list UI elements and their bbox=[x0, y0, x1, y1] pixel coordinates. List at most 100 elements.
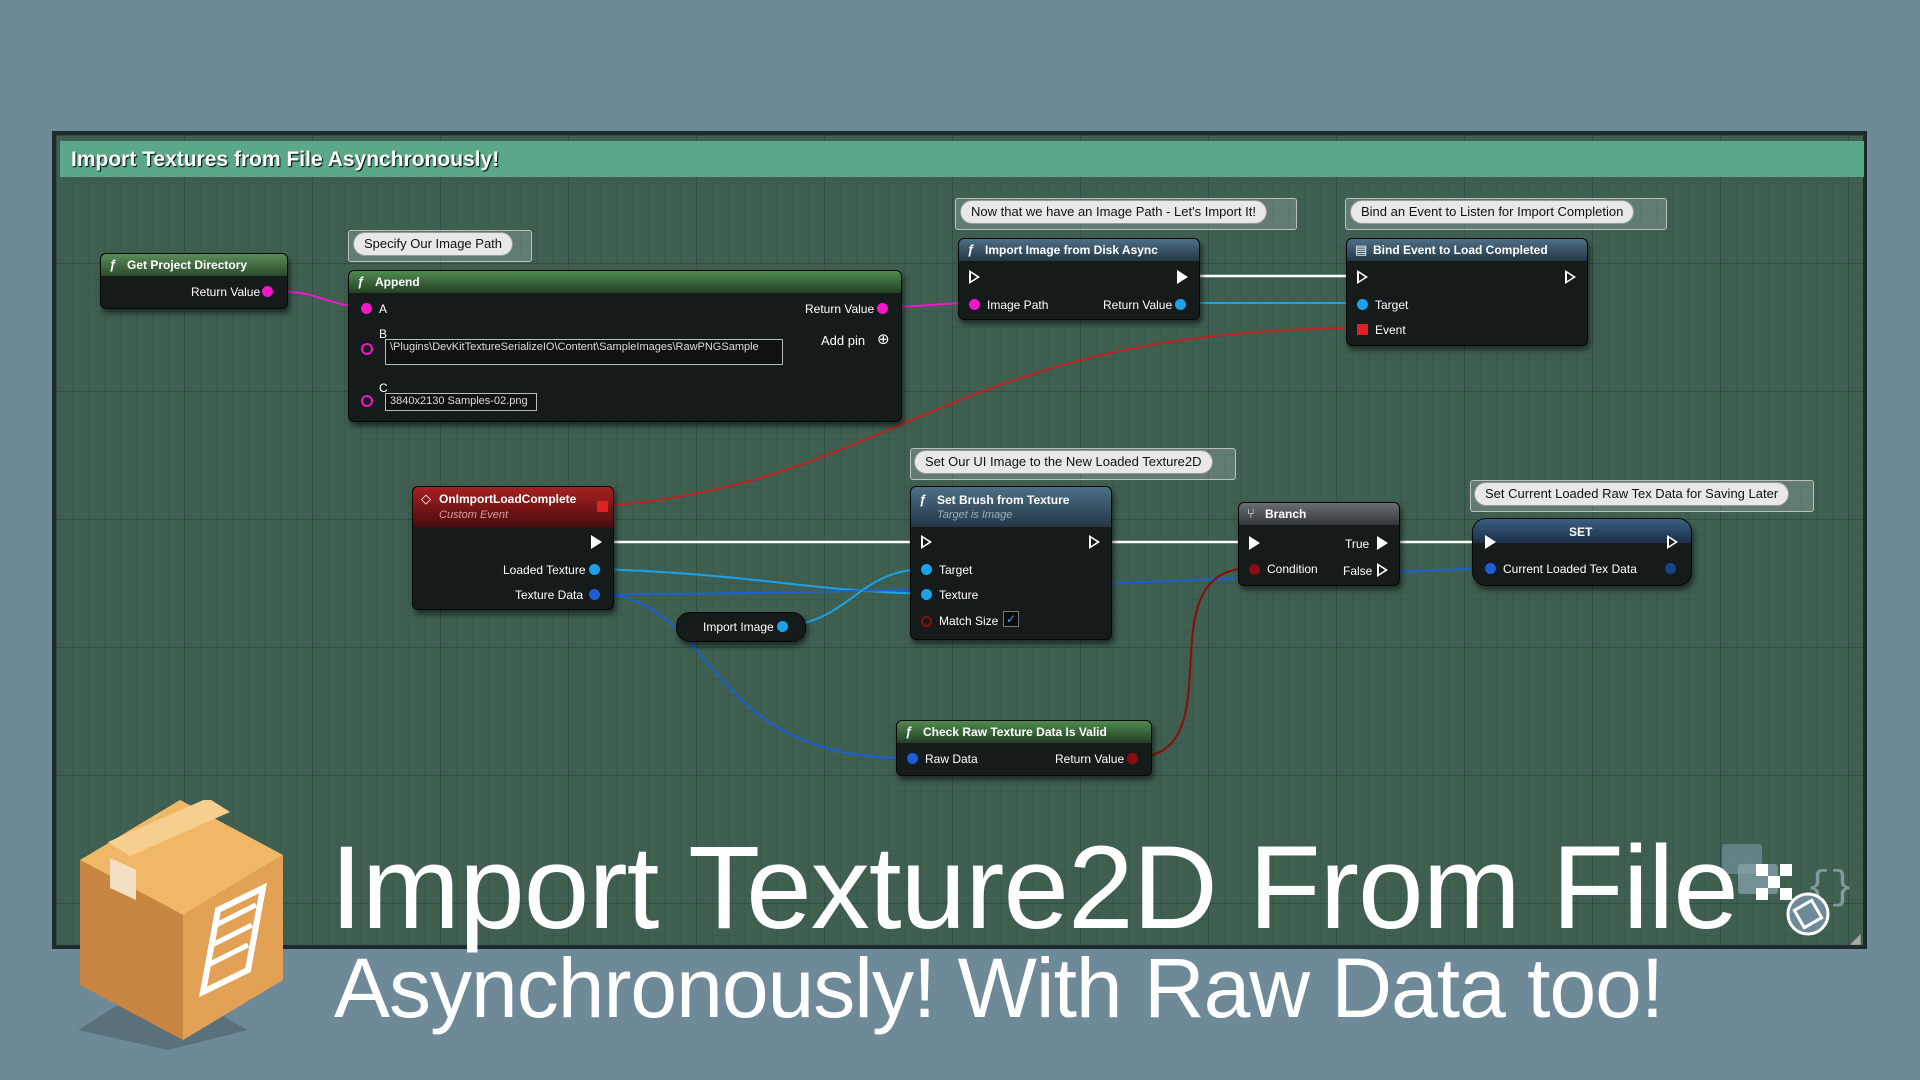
node-subtitle: Custom Event bbox=[439, 509, 509, 521]
wire-checkraw-to-condition bbox=[1131, 567, 1253, 759]
exec-in-pin[interactable] bbox=[921, 535, 932, 549]
pin-return-value[interactable] bbox=[1175, 299, 1186, 310]
node-title: Bind Event to Load Completed bbox=[1373, 243, 1548, 257]
overlay-subtitle: Asynchronously! With Raw Data too! bbox=[334, 941, 1664, 1035]
node-title: OnImportLoadComplete bbox=[439, 492, 577, 506]
add-pin-icon[interactable]: ⊕ bbox=[877, 331, 890, 348]
pin-current-loaded-tex-data[interactable] bbox=[1485, 563, 1496, 574]
function-icon: ƒ bbox=[905, 724, 913, 739]
pin-match-size[interactable] bbox=[921, 616, 932, 627]
input-b-value[interactable]: \Plugins\DevKitTextureSerializeIO\Conten… bbox=[385, 339, 783, 365]
node-import-image-variable[interactable]: Import Image bbox=[676, 612, 806, 642]
match-size-checkbox[interactable]: ✓ bbox=[1003, 611, 1019, 627]
comment-title: Import Textures from File Asynchronously… bbox=[71, 148, 500, 171]
exec-out-pin[interactable] bbox=[1565, 270, 1576, 284]
node-header bbox=[413, 487, 613, 527]
exec-in-pin[interactable] bbox=[1249, 536, 1260, 550]
pin-loaded-texture[interactable] bbox=[589, 564, 600, 575]
variable-label: Import Image bbox=[703, 620, 774, 634]
comment-box-header[interactable] bbox=[60, 141, 1864, 177]
node-header bbox=[101, 254, 287, 276]
pin-target[interactable] bbox=[1357, 299, 1368, 310]
pin-label-return-value: Return Value bbox=[1103, 298, 1173, 312]
pin-a[interactable] bbox=[361, 303, 372, 314]
pin-event[interactable] bbox=[1357, 324, 1368, 335]
exec-in-pin[interactable] bbox=[1485, 535, 1496, 549]
pin-label-image-path: Image Path bbox=[987, 298, 1049, 312]
wire-loadedtex-to-texture bbox=[599, 568, 927, 595]
node-header bbox=[1347, 239, 1587, 261]
pin-label-event: Event bbox=[1375, 323, 1406, 337]
wire-texdata-to-checkraw bbox=[599, 593, 911, 760]
pin-label-target: Target bbox=[1375, 298, 1409, 312]
node-check-raw-texture-data-is-valid[interactable]: ƒ Check Raw Texture Data Is Valid Raw Da… bbox=[896, 720, 1152, 776]
pin-label-condition: Condition bbox=[1267, 562, 1318, 576]
node-title: Get Project Directory bbox=[127, 258, 248, 272]
pin-return-value[interactable] bbox=[1127, 753, 1138, 764]
plugin-logo-icon: {} bbox=[1722, 844, 1854, 936]
delegate-pin[interactable] bbox=[597, 501, 608, 512]
event-icon: ▤ bbox=[1355, 242, 1368, 257]
pin-label-a: A bbox=[379, 302, 388, 316]
bubble-bind-event: Bind an Event to Listen for Import Compl… bbox=[1350, 200, 1635, 224]
node-branch[interactable]: ⑂ Branch True Condition False bbox=[1238, 502, 1400, 586]
bubble-import-it: Now that we have an Image Path - Let's I… bbox=[960, 200, 1268, 224]
node-title: SET bbox=[1569, 525, 1593, 539]
input-c-value[interactable]: 3840x2130 Samples-02.png bbox=[385, 393, 537, 411]
node-on-import-load-complete[interactable]: ◇ OnImportLoadComplete Custom Event Load… bbox=[412, 486, 614, 610]
node-title: Set Brush from Texture bbox=[937, 493, 1070, 507]
pin-b[interactable] bbox=[361, 343, 373, 355]
wire-importimg-to-target bbox=[786, 568, 927, 627]
function-icon: ƒ bbox=[357, 274, 365, 289]
node-append[interactable]: ƒ Append A B \Plugins\DevKitTextureSeria… bbox=[348, 270, 902, 422]
node-get-project-directory[interactable]: ƒ Get Project Directory Return Value bbox=[100, 253, 288, 309]
function-icon: ƒ bbox=[109, 257, 117, 272]
node-header bbox=[897, 721, 1151, 743]
pin-out-tex-data[interactable] bbox=[1665, 563, 1676, 574]
pin-texture[interactable] bbox=[921, 589, 932, 600]
node-set-brush-from-texture[interactable]: ƒ Set Brush from Texture Target is Image… bbox=[910, 486, 1112, 640]
pin-return-value[interactable] bbox=[877, 303, 888, 314]
pin-import-image[interactable] bbox=[777, 621, 788, 632]
exec-out-pin[interactable] bbox=[1667, 535, 1678, 549]
pin-label-match-size: Match Size bbox=[939, 614, 999, 628]
pin-c[interactable] bbox=[361, 395, 373, 407]
pin-label-texture-data: Texture Data bbox=[515, 588, 584, 602]
bubble-set-raw: Set Current Loaded Raw Tex Data for Savi… bbox=[1474, 482, 1790, 506]
pin-label-target: Target bbox=[939, 563, 973, 577]
pin-return-value[interactable] bbox=[262, 286, 273, 297]
exec-false-pin[interactable] bbox=[1377, 563, 1388, 577]
function-icon: ƒ bbox=[919, 492, 927, 507]
pin-image-path[interactable] bbox=[969, 299, 980, 310]
pin-target[interactable] bbox=[921, 564, 932, 575]
pin-label-raw-data: Raw Data bbox=[925, 752, 978, 766]
pin-label-return-value: Return Value bbox=[191, 285, 261, 299]
exec-in-pin[interactable] bbox=[1357, 270, 1368, 284]
add-pin-label[interactable]: Add pin bbox=[821, 333, 866, 348]
branch-icon: ⑂ bbox=[1247, 506, 1255, 521]
node-header bbox=[959, 239, 1199, 261]
exec-in-pin[interactable] bbox=[969, 270, 980, 284]
node-set-variable[interactable]: SET Current Loaded Tex Data bbox=[1472, 518, 1692, 586]
pin-label-return-value: Return Value bbox=[805, 302, 875, 316]
custom-event-icon: ◇ bbox=[421, 491, 431, 506]
pin-texture-data[interactable] bbox=[589, 589, 600, 600]
node-header bbox=[911, 487, 1111, 527]
exec-true-pin[interactable] bbox=[1377, 536, 1388, 550]
pin-condition[interactable] bbox=[1249, 564, 1260, 575]
overlay-title: Import Texture2D From File bbox=[330, 822, 1739, 954]
node-title: Append bbox=[375, 275, 420, 289]
pin-raw-data[interactable] bbox=[907, 753, 918, 764]
node-import-image-from-disk-async[interactable]: ƒ Import Image from Disk Async Image Pat… bbox=[958, 238, 1200, 320]
exec-out-pin[interactable] bbox=[1177, 270, 1188, 284]
node-title: Branch bbox=[1265, 507, 1307, 521]
resize-grip-icon[interactable]: ◢ bbox=[1850, 930, 1861, 946]
node-bind-event-to-load-completed[interactable]: ▤ Bind Event to Load Completed Target Ev… bbox=[1346, 238, 1588, 346]
exec-out-pin[interactable] bbox=[1089, 535, 1100, 549]
exec-out-pin[interactable] bbox=[591, 535, 602, 549]
node-title: Import Image from Disk Async bbox=[985, 243, 1158, 257]
node-header bbox=[349, 271, 901, 293]
pin-label-c: C bbox=[379, 381, 388, 395]
pin-label-return-value: Return Value bbox=[1055, 752, 1125, 766]
node-subtitle: Target is Image bbox=[937, 509, 1013, 521]
